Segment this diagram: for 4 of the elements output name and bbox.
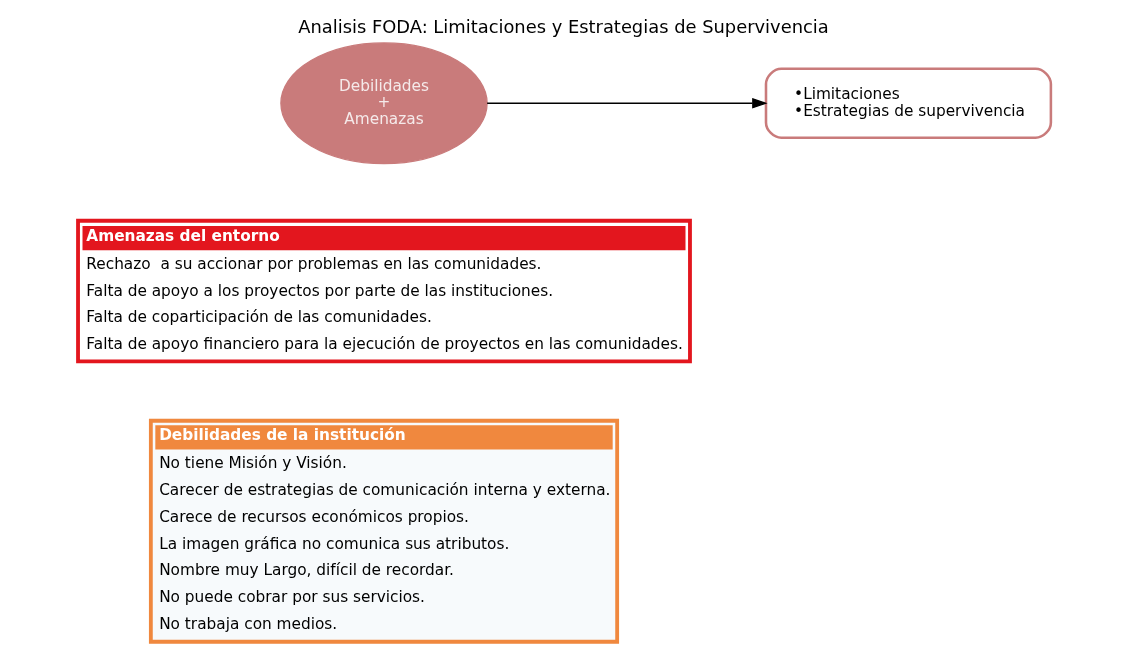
node-box: •Limitaciones •Estrategias de supervivencia	[764, 67, 1053, 140]
diagram-title: Analisis FODA: Limitaciones y Estrategias de Supervivencia	[298, 15, 829, 37]
arrow	[486, 97, 768, 109]
node-ellipse: Debilidades + Amenazas	[280, 42, 488, 165]
